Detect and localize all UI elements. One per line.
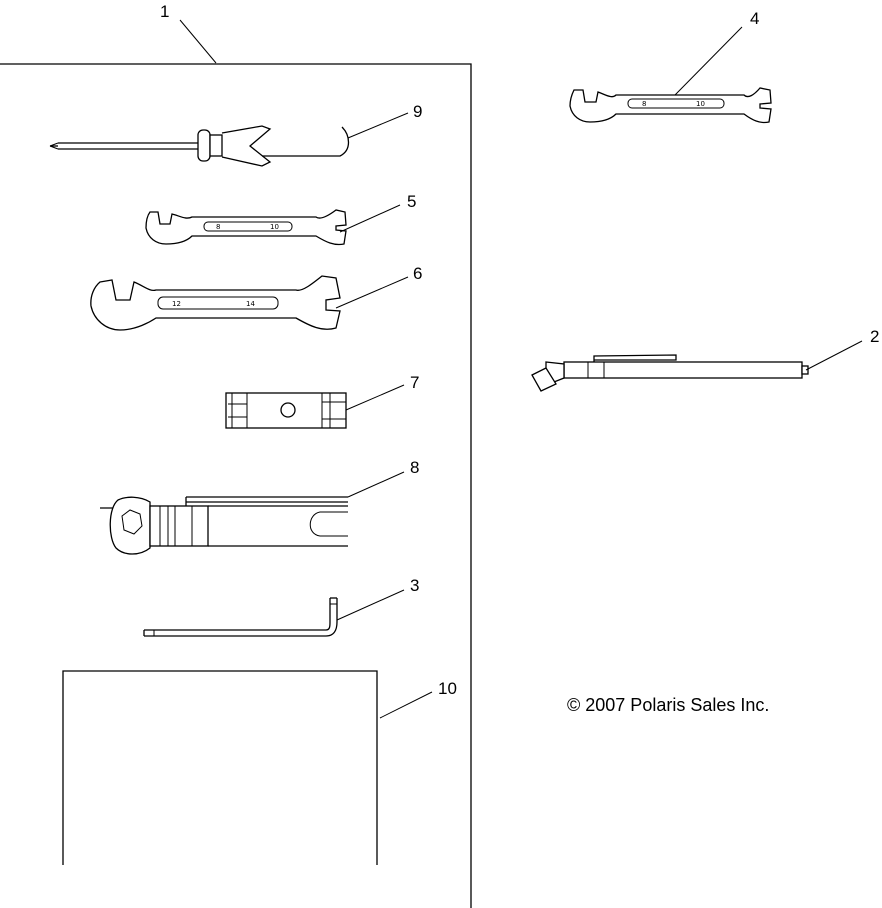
callout-5: 5 (339, 192, 416, 233)
callout-label-9: 9 (413, 102, 422, 121)
callout-label-4: 4 (750, 9, 759, 28)
callout-label-2: 2 (870, 327, 879, 346)
callout-2: 2 (805, 327, 879, 371)
callout-label-7: 7 (410, 373, 419, 392)
callout-4: 4 (674, 9, 759, 96)
hex-key (143, 597, 338, 637)
callout-8: 8 (347, 458, 419, 498)
callout-3: 3 (336, 576, 419, 621)
callout-10: 10 (379, 679, 457, 719)
callout-7: 7 (345, 373, 419, 411)
spark-plug-socket (225, 392, 347, 429)
open-end-wrench-8-10: 8 10 (569, 87, 772, 124)
tool-kit-outline (0, 63, 472, 908)
callout-label-3: 3 (410, 576, 419, 595)
screwdriver (49, 125, 350, 167)
wrench-size-left: 8 (642, 100, 646, 108)
wrench-size-right: 10 (696, 100, 705, 108)
callout-9: 9 (347, 102, 422, 139)
wrench-size-right: 10 (270, 223, 279, 231)
open-end-wrench-8-10-kit: 8 10 (145, 209, 347, 246)
copyright-notice: © 2007 Polaris Sales Inc. (567, 695, 769, 715)
wrench-size-right: 14 (246, 300, 255, 308)
callout-6: 6 (335, 264, 422, 309)
tool-pouch (62, 670, 378, 865)
callout-label-10: 10 (438, 679, 457, 698)
callout-label-6: 6 (413, 264, 422, 283)
callout-label-5: 5 (407, 192, 416, 211)
callout-label-1: 1 (160, 2, 169, 21)
wrench-size-left: 8 (216, 223, 220, 231)
callout-1: 1 (160, 2, 217, 64)
box-end-handle-wrench (100, 496, 348, 555)
callout-label-8: 8 (410, 458, 419, 477)
tire-pressure-gauge (531, 354, 809, 392)
open-end-wrench-12-14: 12 14 (90, 275, 341, 331)
wrench-size-left: 12 (172, 300, 181, 308)
